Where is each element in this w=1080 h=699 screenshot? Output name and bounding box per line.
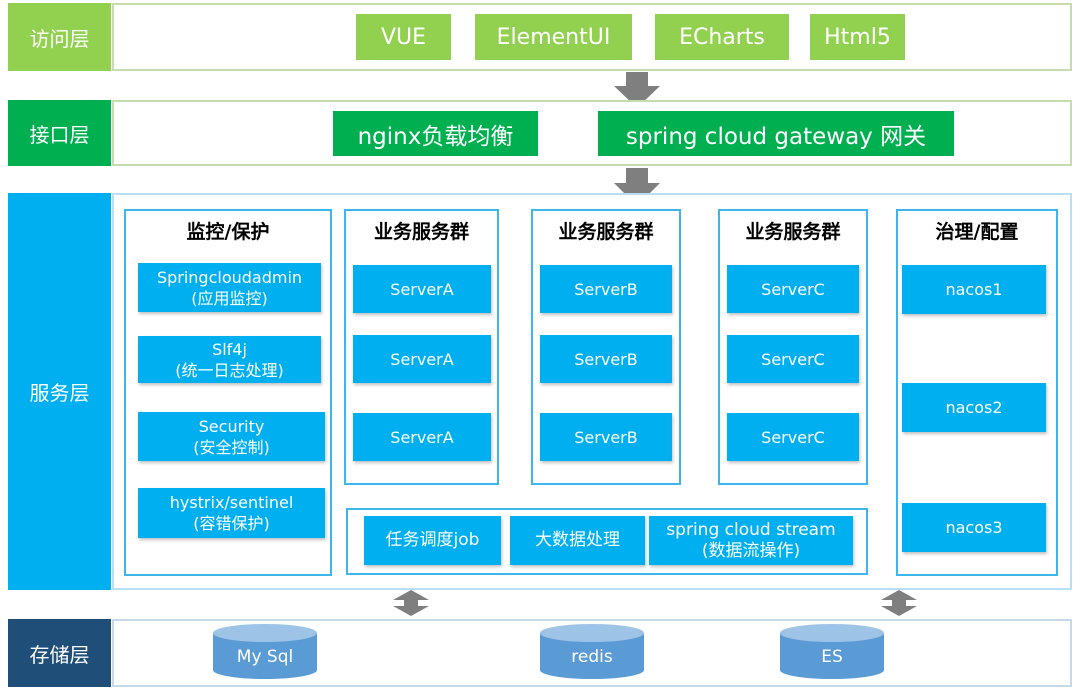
server-b-2: ServerB (540, 335, 672, 383)
service-stream: spring cloud stream (数据流操作) (649, 516, 853, 565)
server-b-1: ServerB (540, 265, 672, 313)
business-group-title: 业务服务群 (558, 221, 654, 243)
es-label: ES (821, 647, 843, 667)
service-bigdata: 大数据处理 (510, 516, 645, 565)
server-c-3: ServerC (727, 413, 859, 461)
monitor-item-name: Security (198, 416, 265, 436)
database-icon (780, 624, 884, 679)
access-item-html5: Html5 (810, 14, 905, 60)
double-arrow-icon (393, 590, 429, 616)
monitor-item-springcloudadmin: Springcloudadmin (应用监控) (138, 263, 321, 312)
monitor-item-name: Slf4j (212, 339, 247, 359)
redis-label: redis (571, 647, 613, 667)
interface-layer-label: 接口层 (8, 100, 111, 166)
service-stream-name: spring cloud stream (666, 519, 836, 540)
server-a-1: ServerA (353, 265, 491, 313)
double-arrow-icon (881, 590, 917, 616)
monitor-item-name: hystrix/sentinel (169, 493, 294, 512)
monitor-title: 监控/保护 (186, 221, 270, 243)
access-item-elementui: ElementUI (475, 14, 632, 60)
nacos-3: nacos3 (902, 503, 1046, 552)
business-group-title: 业务服务群 (373, 221, 469, 243)
server-b-3: ServerB (540, 413, 672, 461)
mysql-label: My Sql (236, 647, 294, 667)
storage-layer-label: 存储层 (8, 619, 111, 687)
down-arrow-icon (614, 168, 660, 206)
monitor-item-slf4j: Slf4j (统一日志处理) (138, 336, 321, 383)
interface-item-gateway: spring cloud gateway 网关 (598, 111, 954, 156)
governance-title: 治理/配置 (935, 221, 1019, 243)
monitor-item-desc: (容错保护) (193, 514, 270, 533)
down-arrow-icon (614, 72, 660, 108)
nacos-2: nacos2 (902, 383, 1046, 432)
es-database: ES (780, 624, 884, 679)
access-item-echarts: ECharts (655, 14, 789, 60)
service-layer-label: 服务层 (8, 193, 111, 590)
server-c-1: ServerC (727, 265, 859, 313)
mysql-database: My Sql (213, 624, 317, 679)
monitor-item-hystrix: hystrix/sentinel (容错保护) (138, 488, 325, 538)
database-icon (540, 624, 644, 679)
interface-item-nginx: nginx负载均衡 (333, 111, 538, 156)
nacos-1: nacos1 (902, 265, 1046, 314)
redis-database: redis (540, 624, 644, 679)
monitor-item-security: Security (安全控制) (138, 412, 325, 461)
service-stream-desc: (数据流操作) (701, 540, 801, 561)
access-layer-label: 访问层 (8, 3, 111, 71)
monitor-item-name: Springcloudadmin (156, 267, 303, 287)
monitor-item-desc: (统一日志处理) (175, 360, 284, 380)
service-job: 任务调度job (364, 516, 501, 565)
business-group-title: 业务服务群 (745, 221, 841, 243)
monitor-item-desc: (应用监控) (191, 288, 268, 308)
server-a-3: ServerA (353, 413, 491, 461)
monitor-item-desc: (安全控制) (193, 437, 270, 457)
server-a-2: ServerA (353, 335, 491, 383)
server-c-2: ServerC (727, 335, 859, 383)
database-icon (213, 624, 317, 679)
access-item-vue: VUE (356, 14, 451, 60)
